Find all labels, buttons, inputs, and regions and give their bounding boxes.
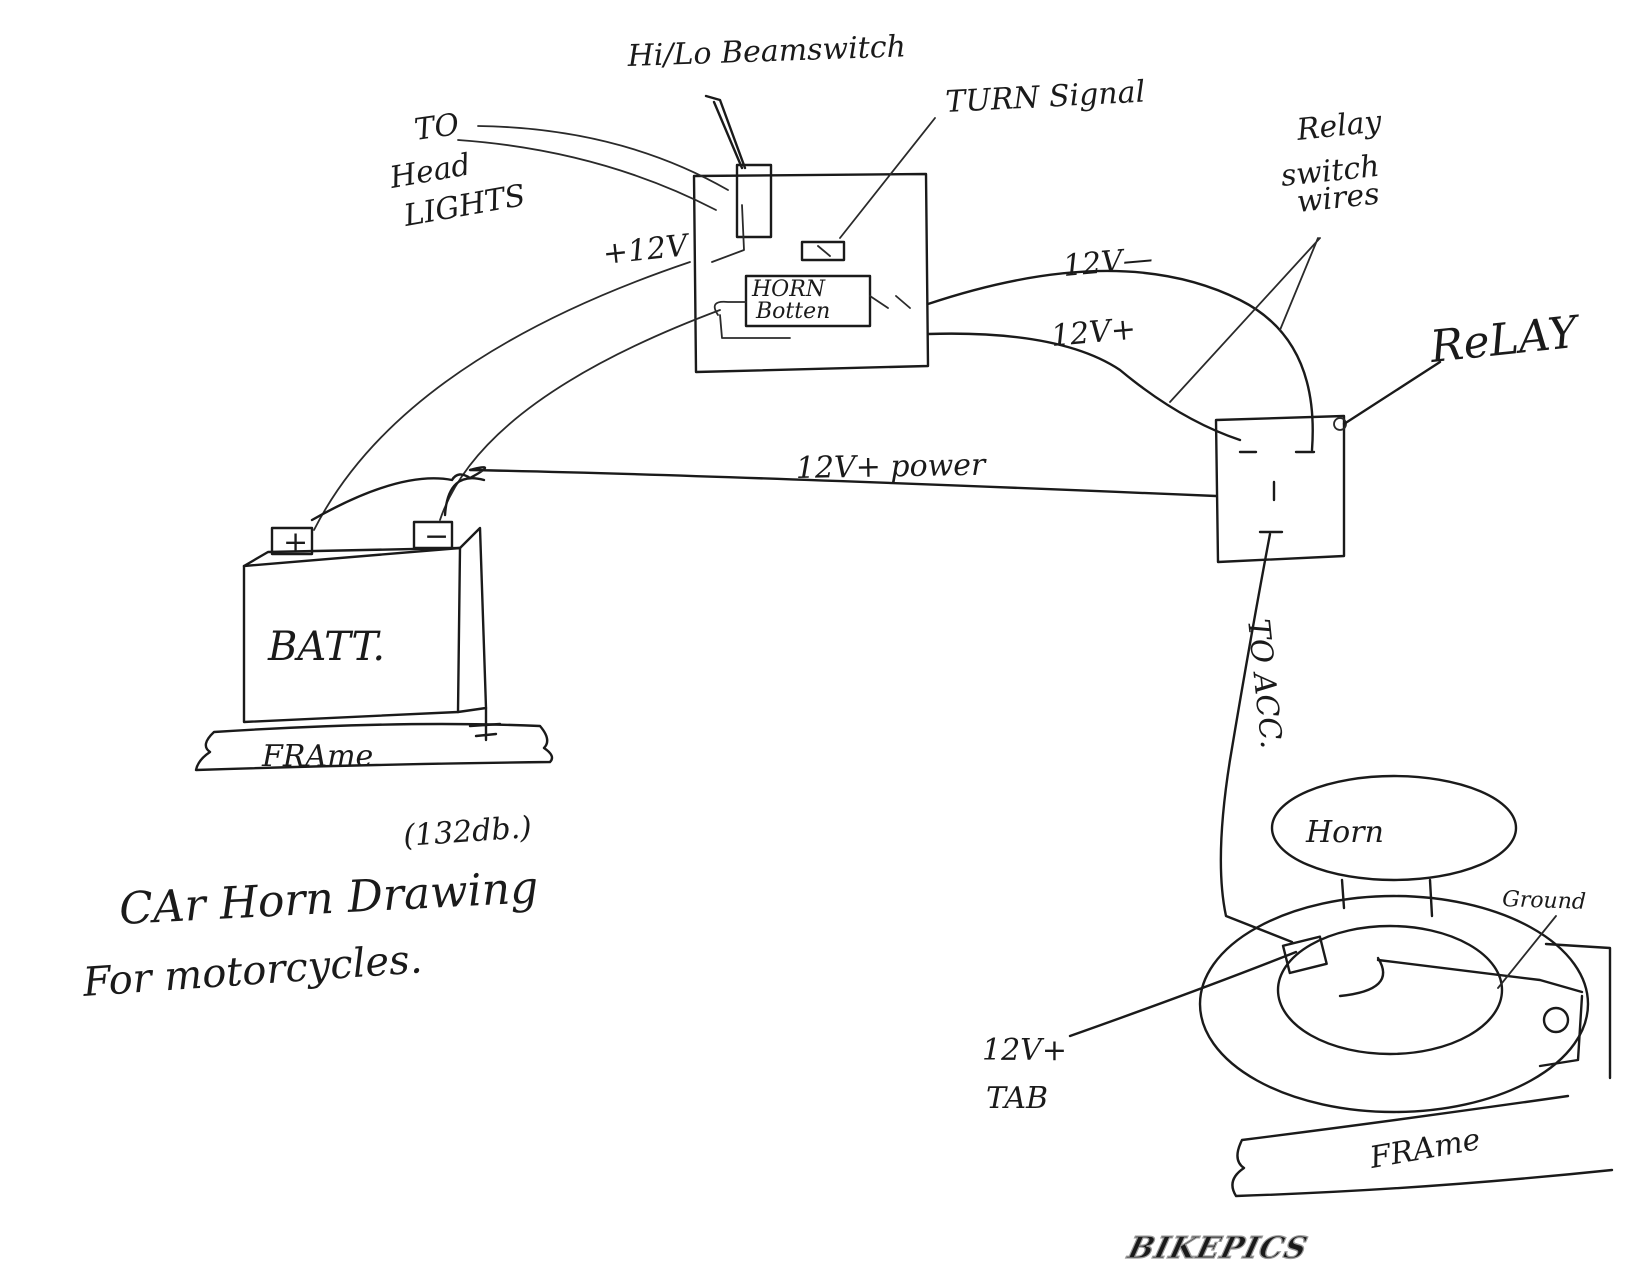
ground-label: Ground xyxy=(1502,887,1587,915)
switch-housing xyxy=(692,94,930,374)
wire-battery-minus-to-switch xyxy=(439,309,721,521)
drawing-subtitle: For motorcycles. xyxy=(80,936,423,1006)
horn-12v-tab xyxy=(1281,935,1328,975)
battery-plus-sign: + xyxy=(283,525,308,560)
relay-switch-wires-label-line3: wires xyxy=(1295,176,1381,219)
beam-switch-lever xyxy=(704,94,747,170)
headlight-wire xyxy=(457,125,729,211)
turn-signal-label: TURN Signal xyxy=(945,75,1146,120)
battery-label: BATT. xyxy=(267,624,385,670)
horn-button-label-line2: Botten xyxy=(755,299,830,324)
tab-12v-label-line1: 12V+ xyxy=(982,1033,1067,1068)
to-head-lights-label-line1: TO xyxy=(412,107,461,148)
battery-minus-sign: − xyxy=(424,519,449,554)
relay-switch-wires-leader xyxy=(1169,237,1321,403)
wire-battery-to-relay-power xyxy=(310,466,1218,522)
horn-button-label-line1: HORN xyxy=(751,277,826,302)
ground-leader xyxy=(1497,915,1557,989)
horn-button xyxy=(744,274,872,328)
relay-label: ReLAY xyxy=(1427,306,1584,373)
db-note-label: (132db.) xyxy=(402,810,533,854)
wire-12v-plus xyxy=(926,332,1242,442)
horn-ground-strap xyxy=(1376,942,1612,1080)
wire-battery-plus-to-switch xyxy=(313,261,691,531)
wire-12v-plus-label: 12V+ xyxy=(1050,312,1138,354)
hi-lo-beam-switch-label: Hi/Lo Beamswitch xyxy=(626,29,906,74)
turn-signal-switch xyxy=(800,240,846,262)
frame-right-label: FRAme xyxy=(1366,1122,1483,1176)
to-acc-label: TO ACC. xyxy=(1240,617,1288,750)
relay-switch-wires-label-line1: Relay xyxy=(1294,104,1384,148)
relay-leader xyxy=(1342,360,1442,426)
tab-12v-label-line2: TAB xyxy=(986,1081,1048,1116)
tab-leader xyxy=(1068,950,1298,1038)
wire-relay-to-horn xyxy=(1219,532,1294,944)
frame-left-label: FRAme xyxy=(261,739,373,774)
battery-minus-terminal xyxy=(412,520,454,550)
battery-plus-terminal xyxy=(270,526,314,556)
horn xyxy=(1198,774,1590,1114)
horn-label: Horn xyxy=(1305,815,1384,850)
wire-12v-minus xyxy=(926,269,1314,452)
battery-ground xyxy=(468,706,502,742)
drawing-title: CAr Horn Drawing xyxy=(118,862,540,935)
frame-right xyxy=(1231,1094,1614,1198)
beam-switch-body xyxy=(735,163,773,239)
battery xyxy=(242,520,488,724)
turn-signal-leader xyxy=(839,117,936,239)
wire-12v-minus-label: 12V— xyxy=(1062,241,1155,284)
power-line-label: 12V+ power xyxy=(796,448,988,486)
frame-left xyxy=(194,722,554,772)
horn-body xyxy=(1270,774,1518,882)
watermark-logo: BIKEPICS xyxy=(1123,1230,1311,1265)
